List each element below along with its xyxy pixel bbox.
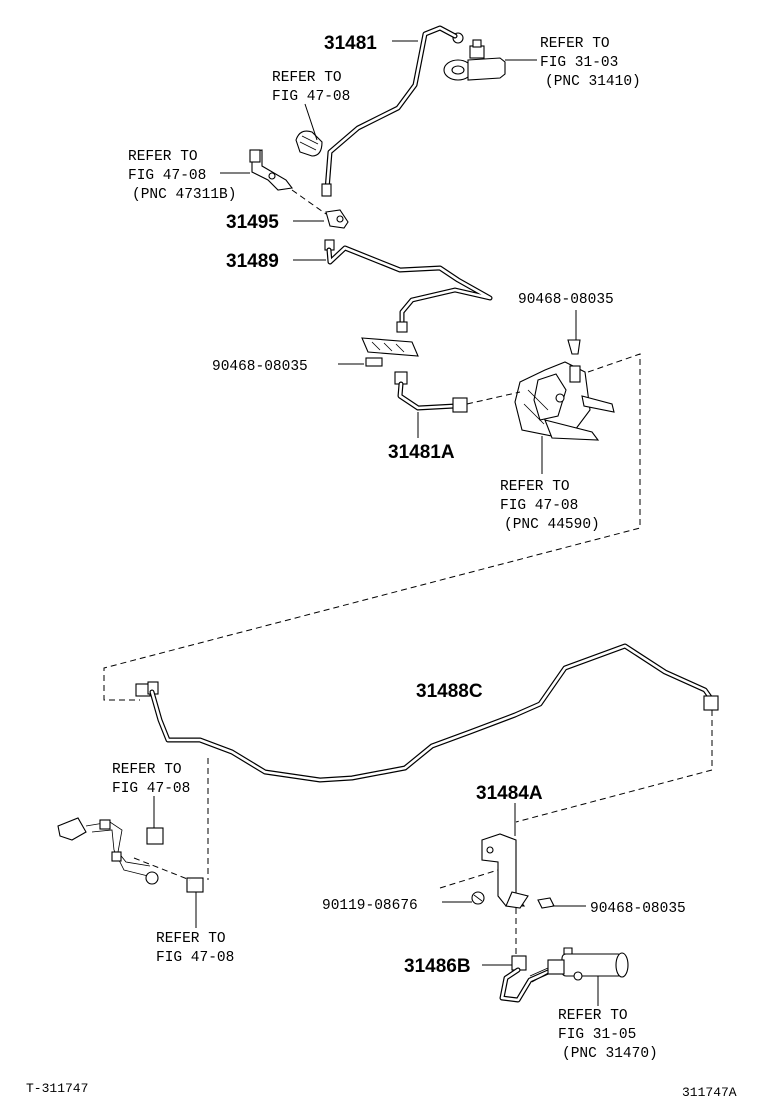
dashed-connection-long xyxy=(103,353,641,701)
bracket-31484a-illustration xyxy=(481,833,529,909)
ref-2-line-1: REFER TO xyxy=(272,70,342,86)
release-cylinder-illustration xyxy=(547,947,629,981)
hose-31486b xyxy=(499,955,551,1003)
ref-1-line-2: FIG 31-03 xyxy=(540,55,618,71)
dashed-hose-bracket xyxy=(466,391,521,405)
harness-assembly-illustration xyxy=(57,817,204,893)
pipe-31481 xyxy=(321,25,458,197)
ref-4-line-1: REFER TO xyxy=(500,479,570,495)
clamp-plate-illustration xyxy=(361,337,419,367)
leader-ref-grommet xyxy=(304,103,318,141)
ref-7-line-3: (PNC 31470) xyxy=(562,1046,658,1062)
ref-3-line-2: FIG 47-08 xyxy=(128,168,206,184)
ref-4-line-3: (PNC 44590) xyxy=(504,517,600,533)
ref-3-line-1: REFER TO xyxy=(128,149,198,165)
part-number-31488c: 31488C xyxy=(416,681,483,702)
part-number-31481a: 31481A xyxy=(388,442,455,463)
clip-90468-top-illustration xyxy=(567,339,581,355)
bracket-47311b-illustration xyxy=(249,149,293,191)
ref-2-line-2: FIG 47-08 xyxy=(272,89,350,105)
ref-5-line-2: FIG 47-08 xyxy=(112,781,190,797)
grommet-illustration xyxy=(295,130,323,157)
pipe-31488c xyxy=(135,643,719,783)
ref-1-line-3: (PNC 31410) xyxy=(545,74,641,90)
part-number-31484a: 31484A xyxy=(476,783,543,804)
dashed-pipe-to-bracket xyxy=(515,710,713,823)
part-number-31489: 31489 xyxy=(226,251,279,272)
ref-4-line-2: FIG 47-08 xyxy=(500,498,578,514)
part-number-90468-right: 90468-08035 xyxy=(590,901,686,917)
hose-31481a xyxy=(394,371,468,413)
ref-3-line-3: (PNC 47311B) xyxy=(132,187,236,203)
dashed-bolt-bracket xyxy=(439,869,499,889)
ref-1-line-1: REFER TO xyxy=(540,36,610,52)
part-number-90468-top: 90468-08035 xyxy=(518,292,614,308)
clip-31495-illustration xyxy=(325,209,349,229)
footer-left-code: T-311747 xyxy=(26,1081,88,1096)
ref-7-line-1: REFER TO xyxy=(558,1008,628,1024)
ref-6-line-1: REFER TO xyxy=(156,931,226,947)
footer-right-code: 311747A xyxy=(682,1085,737,1100)
bolt-90119-illustration xyxy=(471,891,485,905)
ref-7-line-2: FIG 31-05 xyxy=(558,1027,636,1043)
part-number-90119: 90119-08676 xyxy=(322,898,418,914)
pedal-bracket-44590-illustration xyxy=(514,361,615,441)
clip-90468-right-illustration xyxy=(537,897,555,909)
part-number-31486b: 31486B xyxy=(404,956,471,977)
ref-5-line-1: REFER TO xyxy=(112,762,182,778)
part-number-31495: 31495 xyxy=(226,212,279,233)
part-number-31481: 31481 xyxy=(324,33,377,54)
ref-6-line-2: FIG 47-08 xyxy=(156,950,234,966)
pipe-31489 xyxy=(324,239,493,333)
dashed-bracket-clip xyxy=(291,189,327,215)
master-cylinder-illustration xyxy=(443,32,506,81)
dashed-harness xyxy=(133,857,191,881)
part-number-90468-left: 90468-08035 xyxy=(212,359,308,375)
